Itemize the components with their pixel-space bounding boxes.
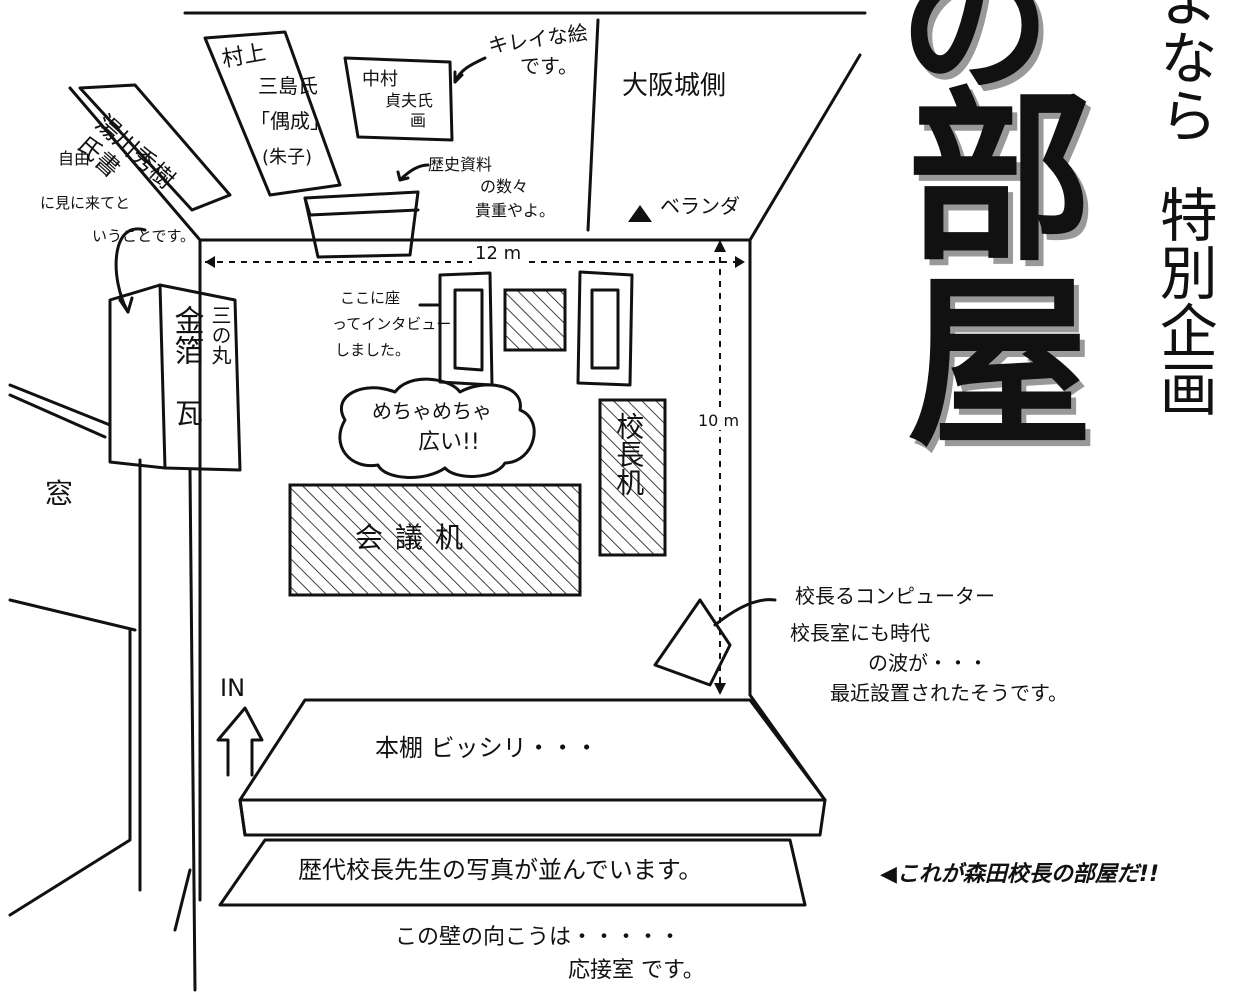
frame-nakamura	[343, 56, 454, 142]
computer	[653, 598, 732, 687]
center-divider	[586, 18, 600, 232]
conference-table	[288, 483, 582, 597]
label-bookshelf: 本棚 ビッシリ・・・	[375, 734, 599, 762]
label-conference-table: 会議机	[355, 521, 476, 554]
label-photos: 歴代校長先生の写真が並んでいます。	[298, 856, 703, 884]
note-hiroi-1: めちゃめちゃ	[372, 399, 492, 423]
cabinet-gawara: 瓦	[175, 397, 204, 430]
note-computer-1: 校長るコンピューター	[795, 584, 995, 608]
note-computer-4: 最近設置されたそうです。	[830, 681, 1068, 705]
in-arrow	[216, 706, 264, 777]
frame-murakami-line-4: (朱子)	[262, 147, 313, 168]
frame-murakami-line-2: 三島氏	[258, 74, 318, 98]
dimension-width: 12 m	[472, 243, 525, 265]
right-ceiling-diagonal	[748, 53, 862, 242]
note-jiyu-1: 自由	[58, 149, 91, 168]
frame-yukawa	[78, 83, 232, 212]
label-principal-desk: 校長机	[612, 412, 646, 496]
note-computer-3: の波が・・・	[868, 651, 988, 675]
frame-nakamura-line-1: 中村	[362, 69, 398, 90]
note-kirei-2: です。	[520, 54, 578, 78]
note-interview-3: しました。	[335, 341, 411, 359]
left-wall-diagonal	[68, 86, 202, 242]
note-rekishi-1: 歴史資料	[428, 155, 493, 174]
frame-murakami-line-3: 「偶成」	[250, 109, 330, 133]
note-veranda: ベランダ	[660, 194, 740, 218]
label-in: IN	[220, 674, 246, 702]
note-interview-2: ってインタビュー	[332, 315, 452, 333]
note-window: 窓	[45, 477, 74, 510]
page-title: 部屋	[875, 80, 1094, 450]
display-box	[303, 190, 420, 259]
pillar-left-2	[188, 468, 197, 992]
coffee-table	[503, 288, 567, 352]
window-frame	[8, 383, 112, 462]
caption: ◀これが森田校長の部屋だ!!	[880, 862, 1159, 887]
note-osaka: 大阪城側	[622, 71, 727, 101]
frame-nakamura-line-3: 画	[410, 111, 427, 130]
note-computer-2: 校長室にも時代	[790, 621, 930, 645]
note-wall-1: この壁の向こうは・・・・・	[395, 925, 682, 950]
sofa-right	[576, 270, 634, 387]
cabinet-sannomaru: 三の丸	[208, 305, 232, 365]
note-hiroi-2: 広い!!	[418, 430, 480, 455]
photos-strip	[218, 838, 807, 907]
note-jiyu-2: に見に来てと	[40, 194, 131, 212]
note-rekishi-3: 貴重やよ。	[475, 201, 556, 220]
cabinet-kinpaku: 金箔	[168, 305, 204, 365]
note-wall-2: 応接室 です。	[568, 958, 705, 983]
speech-cloud	[338, 377, 536, 479]
frame-murakami	[203, 30, 342, 197]
note-jiyu-3: いうことです。	[92, 227, 196, 245]
note-interview-1: ここに座	[340, 289, 401, 307]
subtitle-fragment: よなら	[1149, 0, 1218, 144]
dimension-depth: 10 m	[698, 411, 740, 431]
frame-nakamura-line-2: 貞夫氏	[385, 91, 434, 110]
title-fragment: の	[900, 0, 1051, 114]
note-rekishi-2: の数々	[480, 177, 529, 196]
subtitle: 特別企画	[1149, 185, 1218, 417]
bookshelf	[238, 698, 827, 837]
principal-desk	[598, 398, 667, 557]
veranda-marker	[628, 205, 652, 222]
